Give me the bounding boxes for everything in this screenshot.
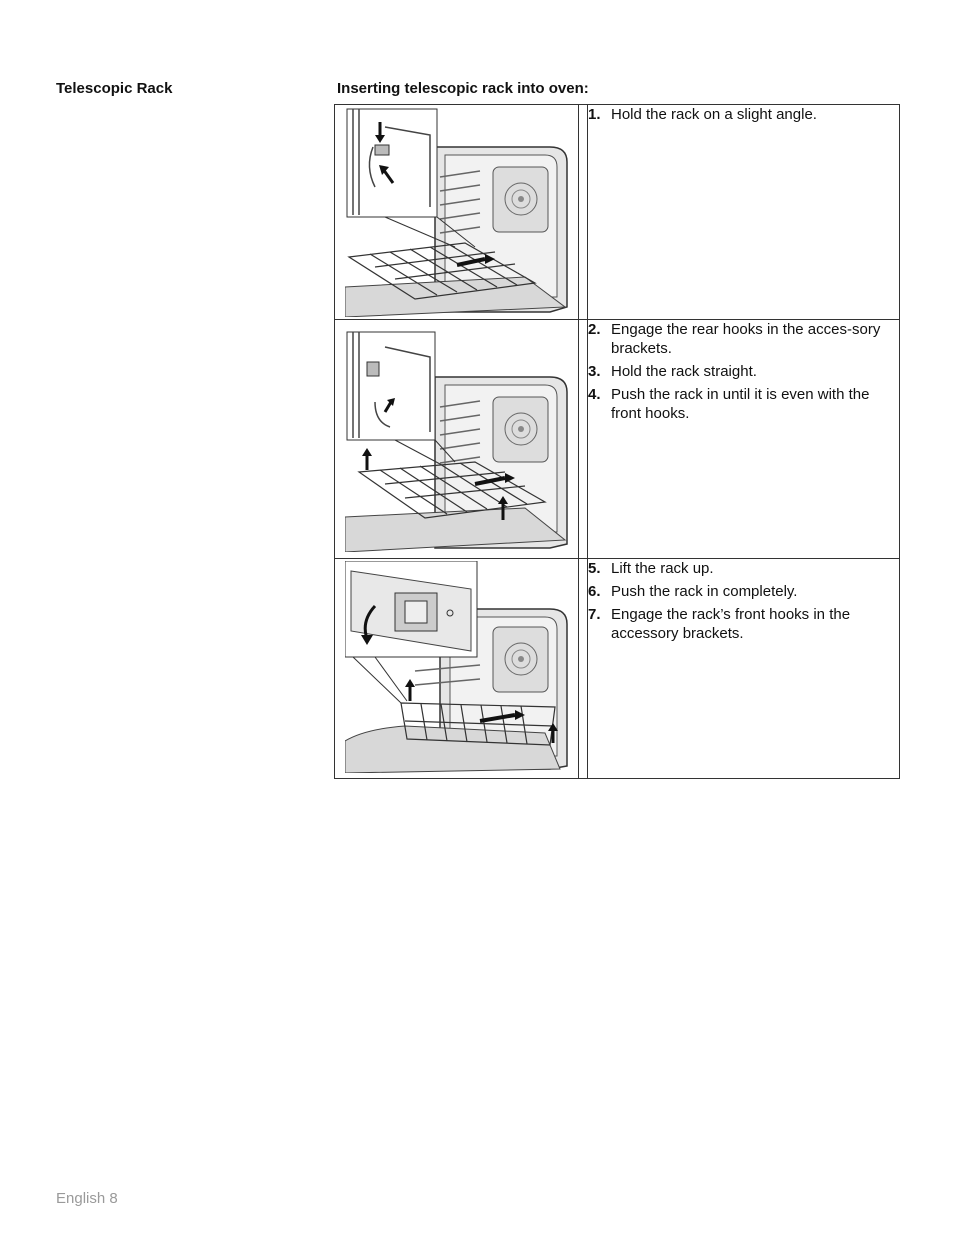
steps-table: 1. Hold the rack on a slight angle. xyxy=(334,104,900,779)
step-text: Push the rack in until it is even with t… xyxy=(611,386,870,422)
step-text: Engage the rack’s front hooks in the acc… xyxy=(611,606,851,642)
step-item: 2. Engage the rear hooks in the acces-sor… xyxy=(588,320,899,358)
step-row-3: 5. Lift the rack up. 6. Push the rack in c… xyxy=(334,558,900,779)
step-number: 3. xyxy=(588,363,601,380)
step-item: 7. Engage the rack’s front hooks in the a… xyxy=(588,605,899,643)
oven-rack-rear-hooks-illustration xyxy=(345,322,569,552)
step-item: 6. Push the rack in completely. xyxy=(588,582,899,601)
figure-cell-3 xyxy=(334,558,579,779)
divider-cell xyxy=(578,319,588,559)
step-text: Engage the rear hooks in the acces-sory … xyxy=(611,321,881,357)
step-item: 1. Hold the rack on a slight angle. xyxy=(588,105,899,124)
step-item: 4. Push the rack in until it is even with… xyxy=(588,385,899,423)
step-text: Lift the rack up. xyxy=(611,560,714,577)
divider-cell xyxy=(578,104,588,320)
figure-cell-1 xyxy=(334,104,579,320)
step-number: 5. xyxy=(588,560,601,577)
step-number: 4. xyxy=(588,386,601,403)
oven-rack-front-hooks-illustration xyxy=(345,561,569,773)
step-item: 3. Hold the rack straight. xyxy=(588,362,899,381)
divider-cell xyxy=(578,558,588,779)
step-row-2: 2. Engage the rear hooks in the acces-sor… xyxy=(334,319,900,559)
instructions-cell-2: 2. Engage the rear hooks in the acces-sor… xyxy=(587,319,900,559)
figure-cell-2 xyxy=(334,319,579,559)
step-item: 5. Lift the rack up. xyxy=(588,559,899,578)
section-title: Telescopic Rack xyxy=(56,80,173,97)
step-number: 6. xyxy=(588,583,601,600)
step-text: Hold the rack on a slight angle. xyxy=(611,106,817,123)
oven-rack-angle-illustration xyxy=(345,107,569,317)
step-text: Push the rack in completely. xyxy=(611,583,798,600)
step-number: 7. xyxy=(588,606,601,623)
step-number: 2. xyxy=(588,321,601,338)
step-number: 1. xyxy=(588,106,601,123)
step-text: Hold the rack straight. xyxy=(611,363,757,380)
procedure-title: Inserting telescopic rack into oven: xyxy=(337,80,589,97)
page-footer: English 8 xyxy=(56,1190,118,1207)
instructions-cell-1: 1. Hold the rack on a slight angle. xyxy=(587,104,900,320)
instructions-cell-3: 5. Lift the rack up. 6. Push the rack in c… xyxy=(587,558,900,779)
step-row-1: 1. Hold the rack on a slight angle. xyxy=(334,104,900,320)
